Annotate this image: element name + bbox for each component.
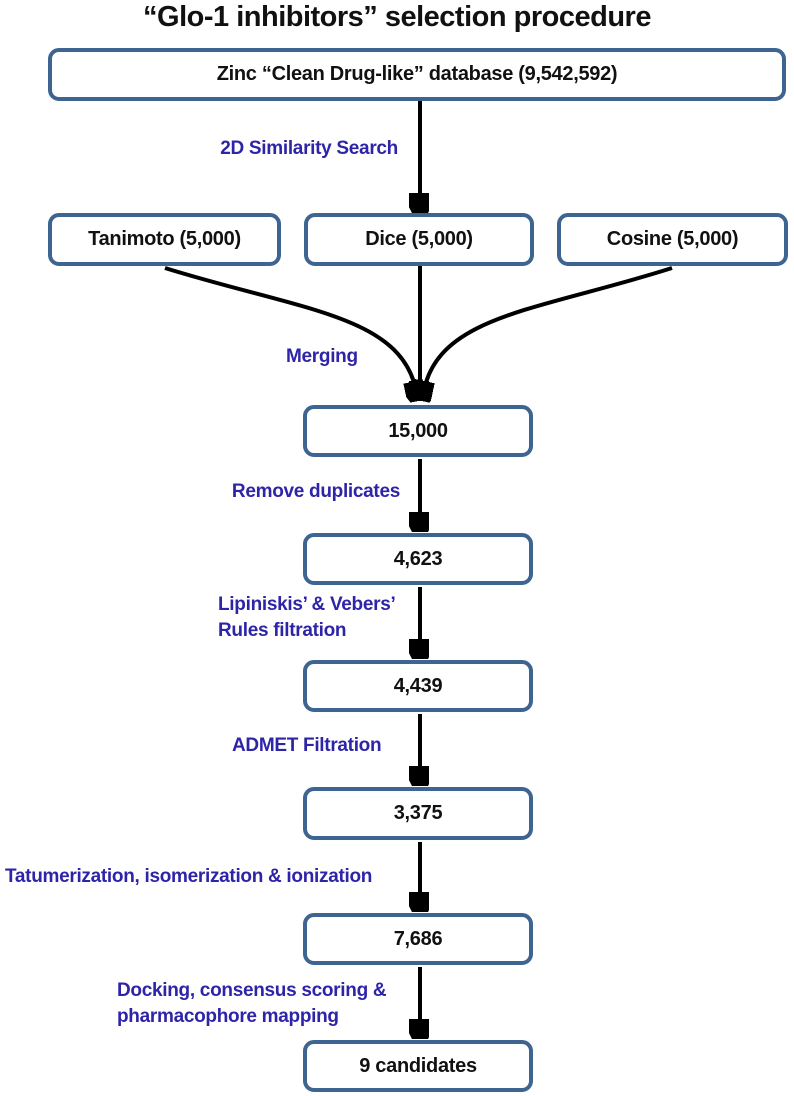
- node-dice: Dice (5,000): [304, 213, 534, 266]
- label-docking-line1: Docking, consensus scoring &: [117, 980, 387, 1001]
- arrow-cosine-to-merge: [424, 266, 673, 390]
- label-tautomerization: Tatumerization, isomerization & ionizati…: [5, 866, 373, 887]
- node-after-rules-filtration: 4,439: [303, 660, 533, 712]
- node-source-database: Zinc “Clean Drug-like” database (9,542,5…: [48, 48, 786, 101]
- node-after-admet: 3,375: [303, 787, 533, 840]
- node-merged-count: 15,000: [303, 405, 533, 457]
- node-tanimoto: Tanimoto (5,000): [48, 213, 281, 266]
- arrow-tanimoto-to-merge: [164, 266, 416, 390]
- label-rules-filtration: Lipiniskis’ & Vebers’ Rules filtration: [218, 592, 396, 644]
- label-rules-filtration-line2: Rules filtration: [218, 620, 347, 641]
- node-final-candidates: 9 candidates: [303, 1040, 533, 1092]
- node-after-tautomerization: 7,686: [303, 913, 533, 965]
- node-after-remove-duplicates: 4,623: [303, 533, 533, 585]
- label-remove-duplicates: Remove duplicates: [231, 481, 400, 502]
- label-admet-filtration: ADMET Filtration: [232, 735, 382, 756]
- label-2d-similarity-search: 2D Similarity Search: [220, 138, 398, 159]
- label-rules-filtration-line1: Lipiniskis’ & Vebers’: [218, 594, 396, 615]
- label-docking: Docking, consensus scoring & pharmacopho…: [117, 978, 387, 1030]
- node-cosine: Cosine (5,000): [557, 213, 788, 266]
- figure-title: “Glo-1 inhibitors” selection procedure: [143, 1, 651, 33]
- label-merging: Merging: [286, 346, 358, 367]
- label-docking-line2: pharmacophore mapping: [117, 1006, 339, 1027]
